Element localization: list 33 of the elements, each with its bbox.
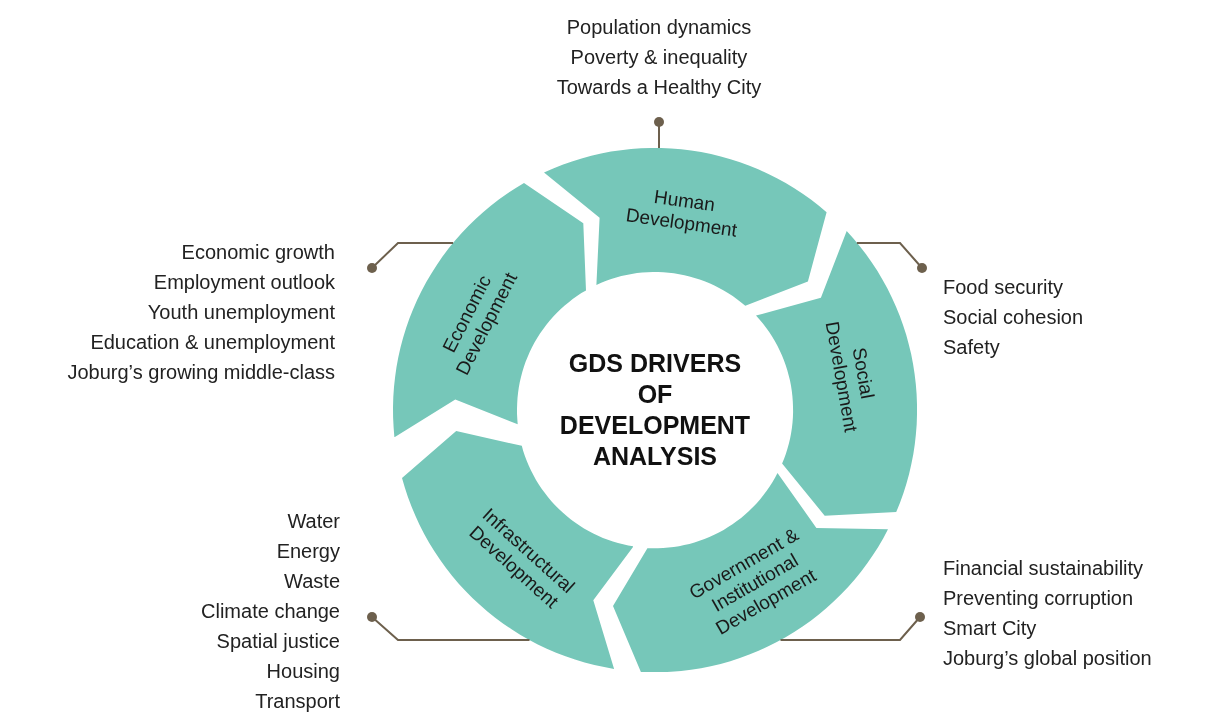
list-item-text: Water [287, 509, 340, 534]
segment-label: Social Development [820, 319, 880, 437]
list-item-text: Youth unemployment [147, 300, 335, 325]
arrow-segment [755, 231, 917, 516]
list-item-text: Safety [943, 335, 1000, 360]
leader-line [367, 242, 455, 273]
list-item-text: Housing [266, 659, 340, 684]
list-item-text: Waste [284, 569, 340, 594]
list-item-text: Joburg’s global position [943, 646, 1152, 671]
list-item-text: Energy [276, 539, 340, 564]
list-item-text: Towards a Healthy City [556, 75, 762, 100]
list-item-text: Preventing corruption [943, 586, 1134, 611]
list-item-text: Smart City [943, 616, 1037, 641]
list-item-text: Climate change [201, 599, 340, 624]
segment-label: Human Development [623, 184, 740, 243]
list-item-text: Education & unemployment [90, 330, 335, 355]
list-item-text: Spatial justice [216, 629, 340, 654]
list-item-text: Financial sustainability [943, 556, 1144, 581]
center-title: GDS DRIVERS OF DEVELOPMENT ANALYSIS [558, 348, 752, 472]
leader-line [654, 117, 664, 149]
list-item-text: Joburg’s growing middle-class [67, 360, 335, 385]
list-item-text: Population dynamics [566, 15, 752, 40]
list-item-text: Employment outlook [153, 270, 335, 295]
list-item-text: Transport [255, 689, 340, 714]
arrow-segment [613, 472, 889, 672]
list-item-text: Social cohesion [943, 305, 1084, 330]
arrow-segment [544, 148, 827, 306]
list-item-text: Poverty & inequality [570, 45, 748, 70]
list-item-text: Economic growth [181, 240, 335, 265]
leader-line [367, 612, 531, 641]
list-item-text: Food security [943, 275, 1064, 300]
leader-line [855, 242, 927, 273]
leader-line [779, 612, 925, 641]
